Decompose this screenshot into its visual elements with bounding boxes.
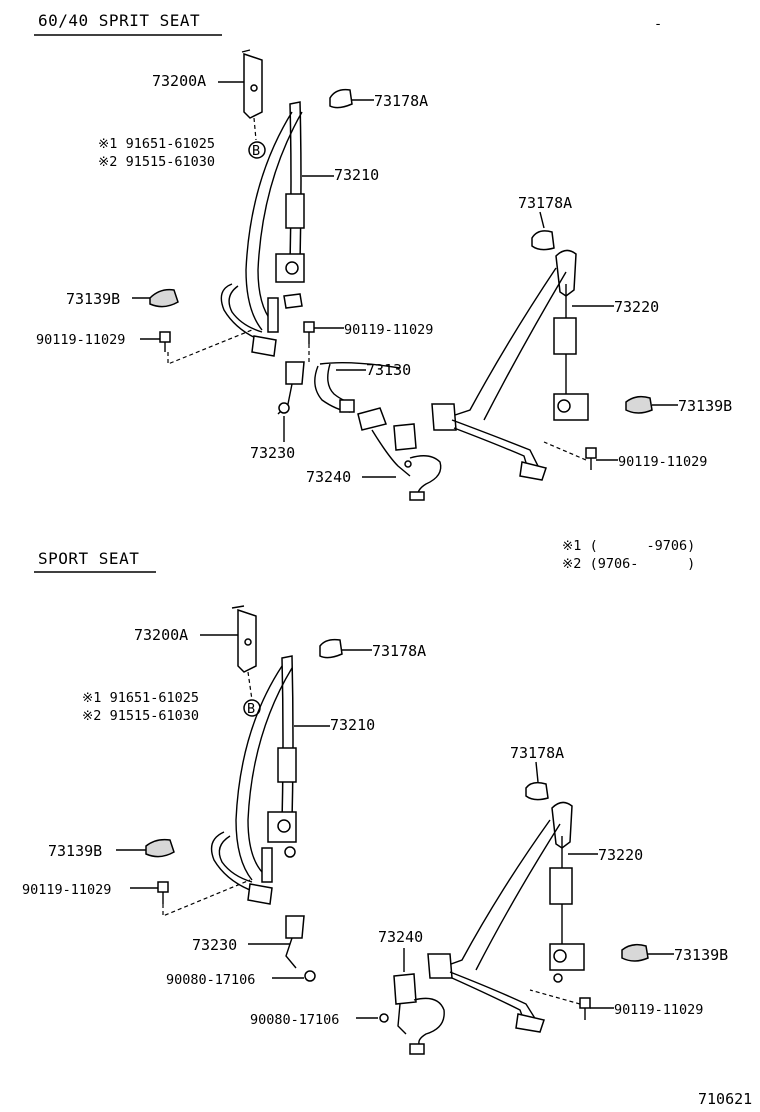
dash-bolt-left [167,329,253,365]
cover-73139B-left-bottom [145,838,175,858]
note-1: ※1 91651-61025 [98,136,215,152]
label-73178A-right-bottom: 73178A [510,744,564,762]
label-73178A-right: 73178A [518,194,572,212]
circle-B-bottom-label: B [247,701,255,717]
bolt-right-bottom [579,997,591,1020]
dash-bolt-right [543,441,587,461]
note-1-bottom: ※1 91651-61025 [82,690,199,706]
section-title-top: 60/40 SPRIT SEAT [38,11,200,30]
label-bolt-left: 90119-11029 [36,332,125,348]
label-73139B-left-bottom: 73139B [48,842,102,860]
bolt-right [585,447,597,470]
label-73240-bottom: 73240 [378,928,423,946]
label-73139B-right: 73139B [678,397,732,415]
corner-mark: - [654,16,662,32]
label-73220-bottom: 73220 [598,846,643,864]
label-73178A: 73178A [374,92,428,110]
dash-bolt-left-bottom [162,879,251,917]
seat-belt-73220-bottom [427,781,585,1033]
label-nut-b: 90080-17106 [250,1012,339,1028]
buckle-73230-bottom [285,915,316,982]
label-73130: 73130 [366,361,411,379]
anchor-bracket-73200A [241,49,263,119]
cover-73139B-left [149,288,179,308]
seat-belt-73220 [431,230,589,481]
label-73220: 73220 [614,298,659,316]
note-2-bottom: ※2 91515-61030 [82,708,199,724]
cover-73139B-right [625,395,653,414]
leader-73200A-dash [253,117,257,141]
label-bolt-left-bottom: 90119-11029 [22,882,111,898]
buckle-73240 [357,407,442,501]
label-73240: 73240 [306,468,351,486]
leader-73178A-right-bottom [535,761,539,783]
circle-B-label: B [252,143,260,159]
label-nut-a: 90080-17106 [166,972,255,988]
leader-73200A-bottom-dash [247,671,253,701]
leader-73178A-right [539,211,545,229]
buckle-73230 [277,361,305,415]
label-73210-bottom: 73210 [330,716,375,734]
legend-line-1: ※1 ( -9706) [562,538,695,554]
belt-73130 [314,361,401,413]
label-73210: 73210 [334,166,379,184]
label-bolt-right: 90119-11029 [618,454,707,470]
label-73230: 73230 [250,444,295,462]
label-73200A: 73200A [152,72,206,90]
label-bolt-center: 90119-11029 [344,322,433,338]
bolt-center [303,321,315,344]
bolt-left-bottom [157,881,169,904]
figure-number: 710621 [698,1090,752,1108]
buckle-73240-bottom [379,973,445,1055]
note-2: ※2 91515-61030 [98,154,215,170]
label-bolt-right-bottom: 90119-11029 [614,1002,703,1018]
dash-bolt-right-bottom [529,989,581,1005]
cover-73178A [329,88,353,109]
circle-B [248,141,266,159]
section-title-bottom: SPORT SEAT [38,549,139,568]
seat-belt-73210 [220,101,305,357]
cover-73139B-right-bottom [621,943,649,962]
anchor-bracket-73200A-bottom [231,605,257,673]
label-73139B-right-bottom: 73139B [674,946,728,964]
legend-line-2: ※2 (9706- ) [562,556,695,572]
bolt-left [159,331,171,352]
label-73139B-left: 73139B [66,290,120,308]
label-73200A-bottom: 73200A [134,626,188,644]
seat-belt-73210-bottom [210,655,297,905]
label-73230-bottom: 73230 [192,936,237,954]
cover-73178A-bottom [319,638,343,659]
label-73178A-bottom: 73178A [372,642,426,660]
